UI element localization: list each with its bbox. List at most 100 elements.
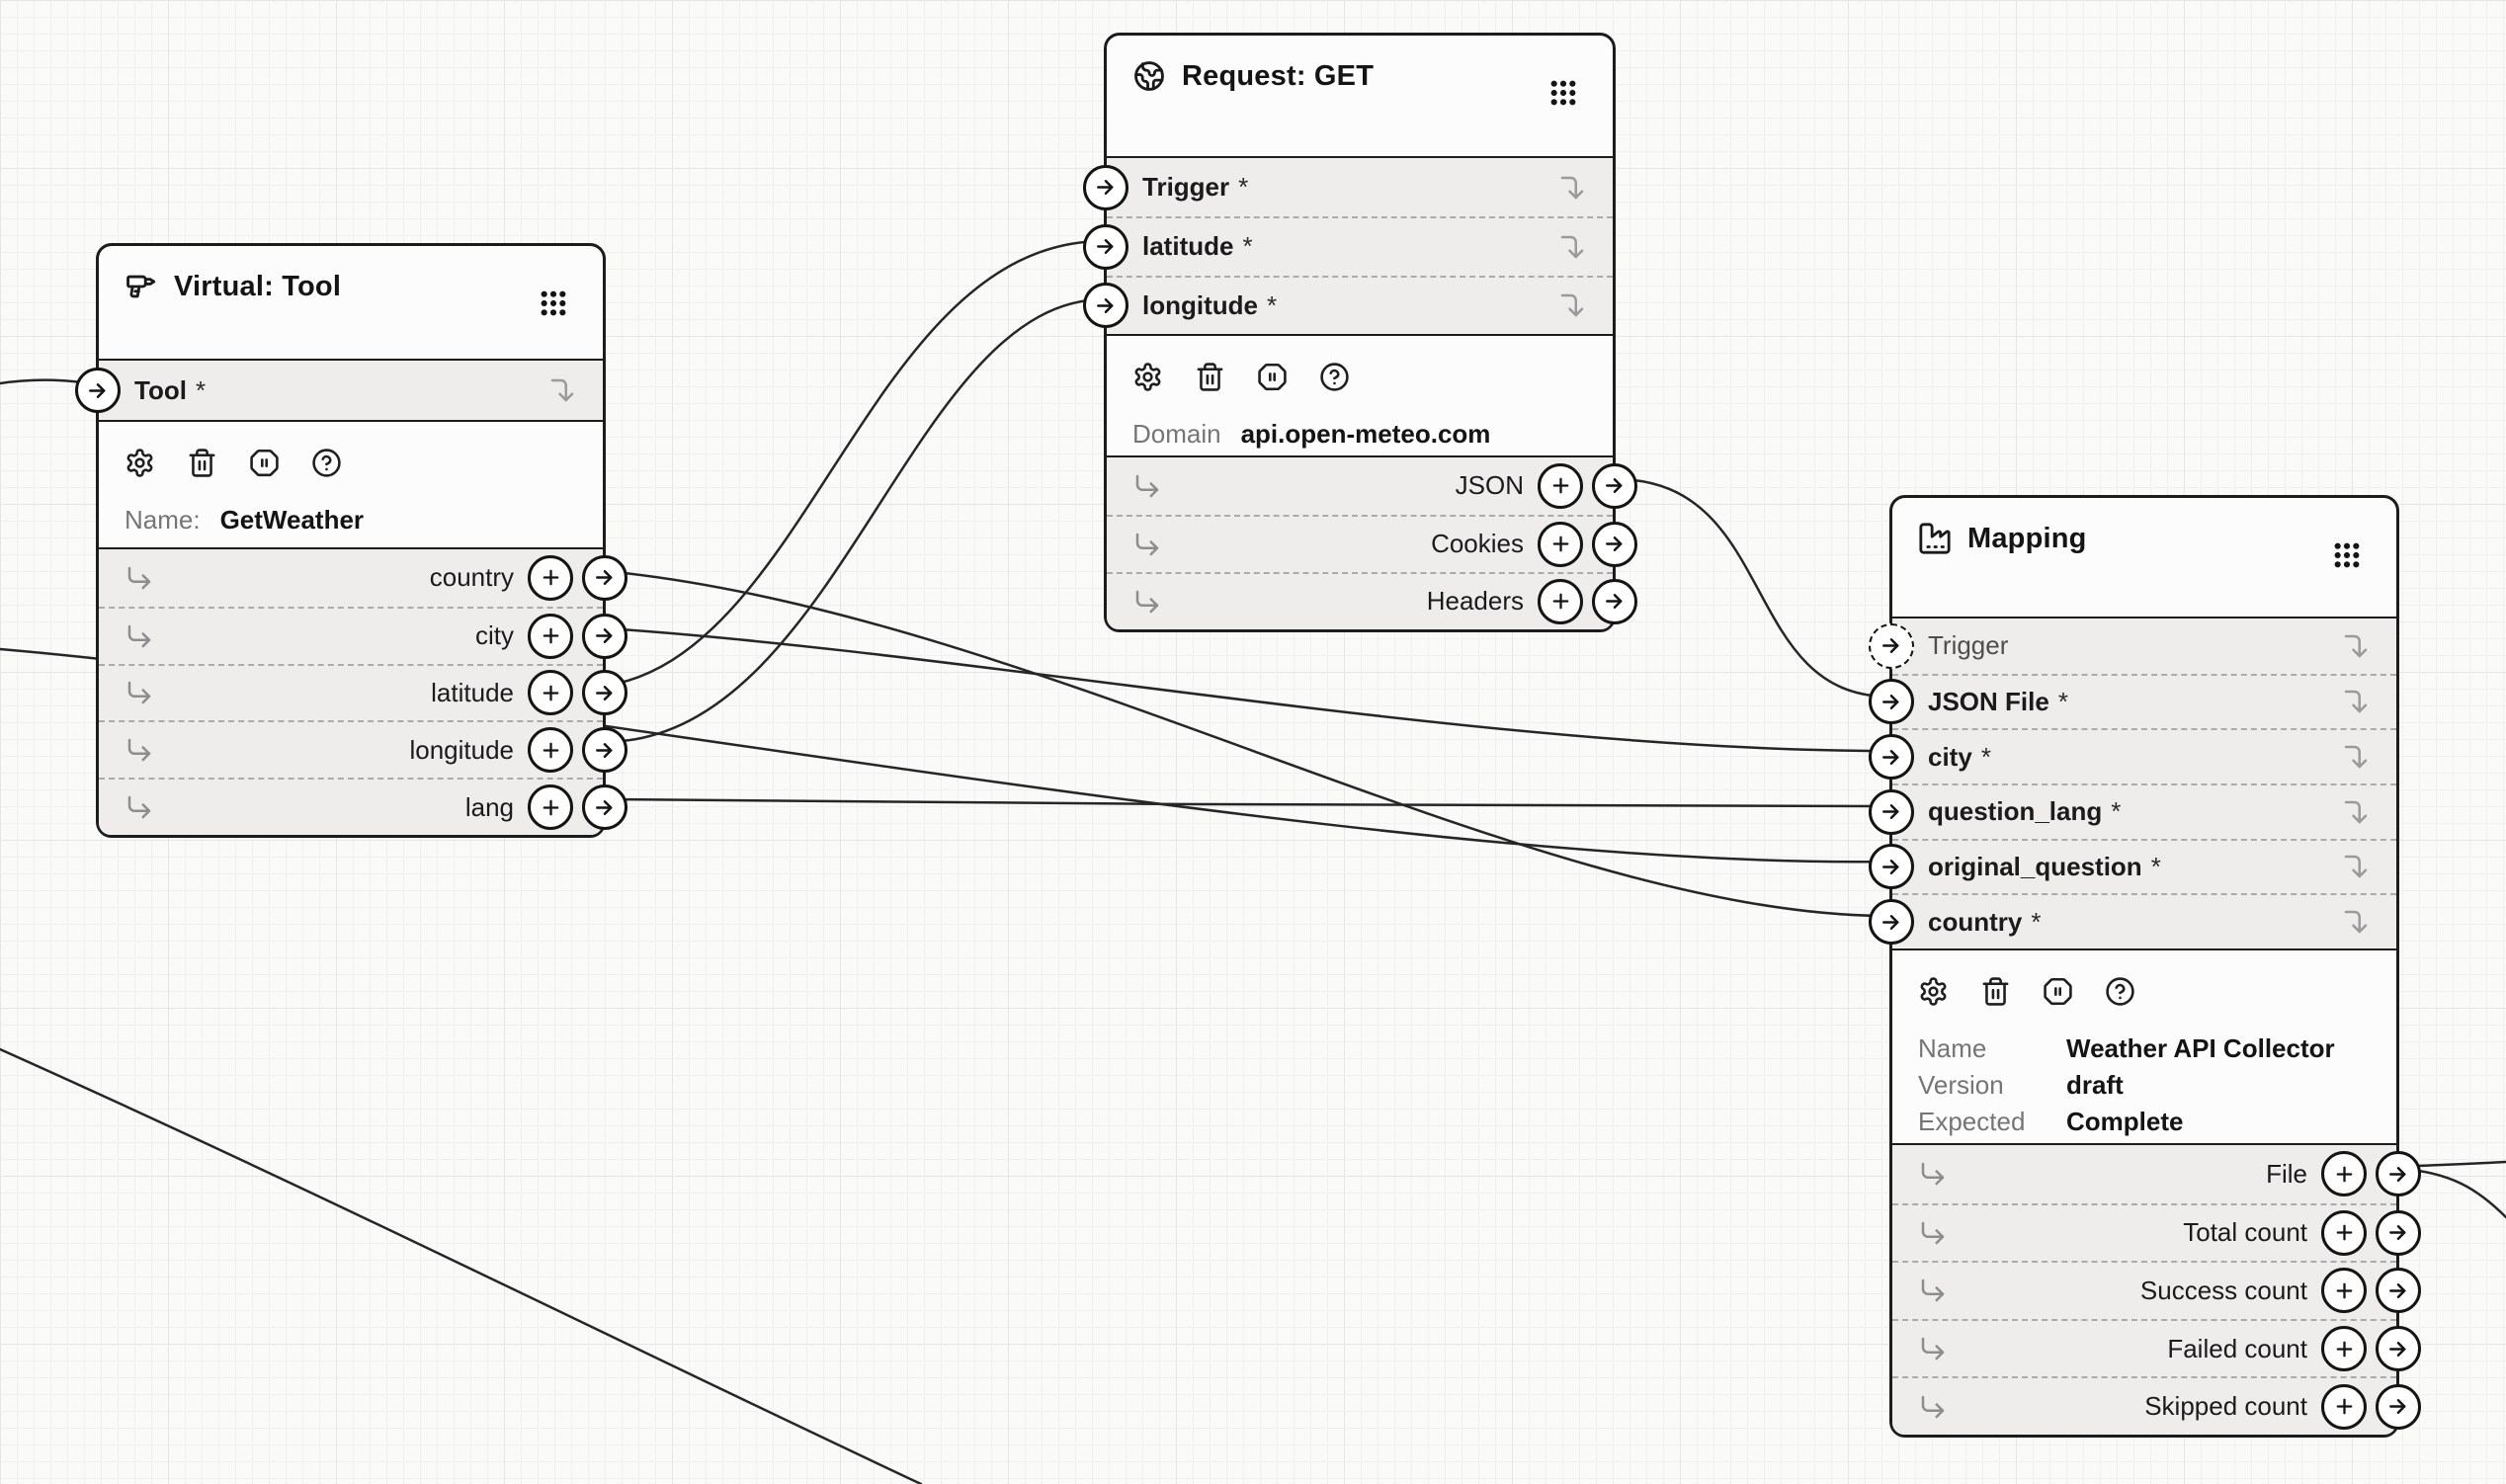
input-port-city[interactable] <box>1868 734 1914 781</box>
add-output-button[interactable] <box>1538 578 1583 624</box>
field-label: Name: <box>125 505 201 535</box>
corner-right-down-icon[interactable] <box>2341 797 2371 827</box>
input-row-latitude: latitude* <box>1082 216 1613 276</box>
corner-down-right-icon <box>125 792 154 822</box>
input-port-original-question[interactable] <box>1868 844 1914 890</box>
drag-handle-icon[interactable] <box>2331 539 2363 571</box>
required-asterisk: * <box>1238 172 1249 203</box>
corner-down-right-icon <box>1132 471 1162 501</box>
output-port-latitude[interactable] <box>581 670 627 716</box>
edge-lang-link[interactable] <box>604 797 1891 808</box>
output-port-success-count[interactable] <box>2375 1268 2421 1314</box>
settings-icon[interactable] <box>1132 362 1163 392</box>
add-output-button[interactable] <box>1538 521 1583 567</box>
pause-icon[interactable] <box>1257 362 1288 392</box>
output-port-json[interactable] <box>1591 462 1637 509</box>
node-title: Request: GET <box>1182 59 1375 92</box>
node-title: Mapping <box>1967 522 2087 554</box>
input-port-country[interactable] <box>1868 899 1914 946</box>
trash-icon[interactable] <box>1980 976 2011 1007</box>
edge-json-link[interactable] <box>1614 477 1891 699</box>
node-title-wrap: Request: GET <box>1132 59 1587 93</box>
field-value: Weather API Collector <box>2066 1032 2335 1063</box>
add-output-button[interactable] <box>2321 1326 2367 1372</box>
output-port-country[interactable] <box>581 554 627 601</box>
input-label: Trigger <box>1142 172 1230 203</box>
add-output-button[interactable] <box>528 670 573 716</box>
output-port-failed-count[interactable] <box>2375 1326 2421 1372</box>
required-asterisk: * <box>1266 289 1278 320</box>
corner-down-right-icon <box>125 621 154 651</box>
add-output-button[interactable] <box>2321 1383 2367 1430</box>
input-row-trigger: Trigger * <box>1082 158 1613 217</box>
help-icon[interactable] <box>2105 976 2135 1007</box>
edge-longitude-link[interactable] <box>604 297 1106 744</box>
corner-right-down-icon[interactable] <box>2341 742 2371 772</box>
field-label: Version <box>1918 1069 2004 1100</box>
output-port-file[interactable] <box>2375 1151 2421 1197</box>
output-label: Total count <box>2183 1217 2307 1248</box>
edge-country-link[interactable] <box>604 569 1891 918</box>
corner-right-down-icon[interactable] <box>2341 907 2371 937</box>
output-port-city[interactable] <box>581 613 627 659</box>
input-label: city <box>1928 741 1972 772</box>
add-output-button[interactable] <box>528 727 573 774</box>
input-rows: Tool* <box>74 359 603 420</box>
pause-icon[interactable] <box>2043 976 2073 1007</box>
corner-right-down-icon[interactable] <box>2341 687 2371 716</box>
add-output-button[interactable] <box>2321 1151 2367 1197</box>
help-icon[interactable] <box>1319 362 1350 392</box>
add-output-button[interactable] <box>1538 462 1583 509</box>
node-toolbar <box>1132 362 1587 392</box>
corner-right-down-icon[interactable] <box>547 375 577 405</box>
add-output-button[interactable] <box>528 784 573 831</box>
add-output-button[interactable] <box>2321 1209 2367 1256</box>
corner-right-down-icon[interactable] <box>1557 173 1587 203</box>
output-port-headers[interactable] <box>1591 578 1637 624</box>
input-port-latitude[interactable] <box>1082 223 1128 270</box>
required-asterisk: * <box>2031 906 2042 937</box>
output-label: JSON <box>1455 470 1524 501</box>
output-port-total-count[interactable] <box>2375 1209 2421 1256</box>
corner-right-down-icon[interactable] <box>2341 852 2371 881</box>
pause-icon[interactable] <box>249 448 280 478</box>
help-icon[interactable] <box>311 448 342 478</box>
output-port-cookies[interactable] <box>1591 521 1637 567</box>
input-port-trigger[interactable] <box>1082 164 1128 210</box>
globe-icon <box>1132 59 1166 93</box>
output-port-longitude[interactable] <box>581 727 627 774</box>
trash-icon[interactable] <box>1195 362 1225 392</box>
drag-handle-icon[interactable] <box>1547 77 1579 109</box>
settings-icon[interactable] <box>125 448 155 478</box>
edge-latitude-link[interactable] <box>604 239 1106 688</box>
add-output-button[interactable] <box>528 613 573 659</box>
corner-right-down-icon[interactable] <box>2341 631 2371 661</box>
input-port-trigger[interactable] <box>1868 622 1914 669</box>
trash-icon[interactable] <box>187 448 217 478</box>
corner-down-right-icon <box>125 678 154 707</box>
output-label: File <box>2266 1158 2307 1189</box>
add-output-button[interactable] <box>2321 1268 2367 1314</box>
output-port-lang[interactable] <box>581 784 627 831</box>
output-row-city: city <box>99 606 627 664</box>
drag-handle-icon[interactable] <box>538 288 569 319</box>
input-port-tool[interactable] <box>74 368 121 413</box>
input-port-question-lang[interactable] <box>1868 788 1914 835</box>
settings-icon[interactable] <box>1918 976 1949 1007</box>
input-row-city: city* <box>1868 728 2396 783</box>
corner-right-down-icon[interactable] <box>1557 232 1587 262</box>
edge-city-link[interactable] <box>604 626 1891 753</box>
input-port-json-file[interactable] <box>1868 679 1914 725</box>
edge-offscreen-diagonal[interactable] <box>0 1047 923 1484</box>
corner-right-down-icon[interactable] <box>1557 290 1587 320</box>
output-port-skipped-count[interactable] <box>2375 1383 2421 1430</box>
input-port-longitude[interactable] <box>1082 283 1128 329</box>
add-output-button[interactable] <box>528 554 573 601</box>
